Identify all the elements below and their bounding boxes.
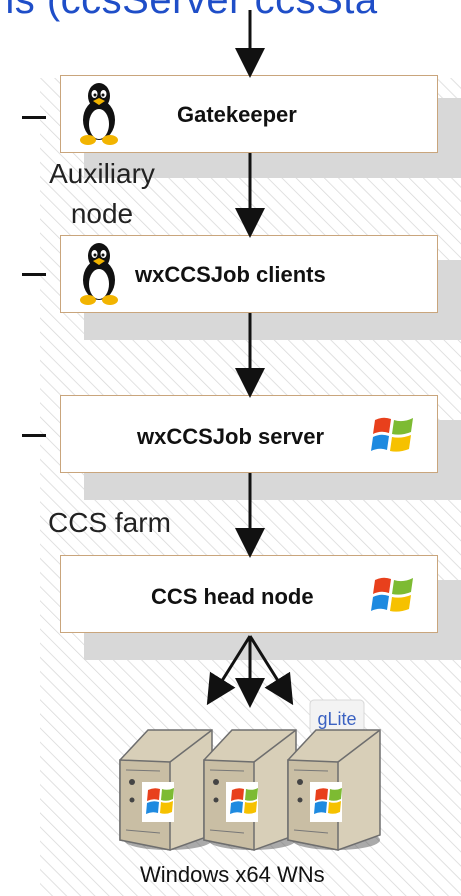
windows-flag-icon	[371, 577, 413, 612]
linux-penguin-icon	[80, 83, 118, 145]
worker-nodes-label: Windows x64 WNs	[140, 862, 325, 887]
linux-penguin-icon	[80, 243, 118, 305]
wxccsjob-server-label: wxCCSJob server	[137, 424, 325, 449]
ccs-head-node-label: CCS head node	[151, 584, 314, 609]
ccs-farm-label: CCS farm	[48, 507, 171, 538]
wxccsjob-clients-box: wxCCSJob clients	[60, 235, 438, 313]
ccs-head-node-box: CCS head node	[60, 555, 438, 633]
windows-flag-icon	[371, 417, 413, 452]
wxccsjob-clients-label: wxCCSJob clients	[135, 262, 326, 287]
wxccsjob-server-box: wxCCSJob server	[60, 395, 438, 473]
gatekeeper-box: Gatekeeper	[60, 75, 438, 153]
gatekeeper-label: Gatekeeper	[177, 102, 297, 127]
auxiliary-node-label: Auxiliary node	[32, 154, 172, 234]
dash-marker-3	[22, 434, 46, 437]
dash-marker-2	[22, 273, 46, 276]
slide-title-fragment: ns (ccsServer ccsSta	[0, 0, 378, 22]
auxiliary-label-text: Auxiliary node	[49, 158, 155, 229]
dash-marker-1	[22, 116, 46, 119]
